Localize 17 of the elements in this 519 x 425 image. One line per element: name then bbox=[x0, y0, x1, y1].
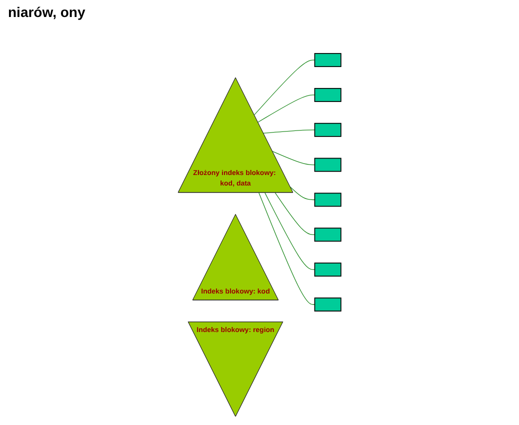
connector bbox=[264, 192, 316, 270]
node-box bbox=[314, 228, 342, 242]
node-box bbox=[314, 262, 342, 277]
node-box bbox=[314, 88, 342, 102]
node-box bbox=[314, 122, 342, 137]
connector bbox=[272, 150, 316, 166]
node-box bbox=[314, 298, 342, 312]
connector bbox=[258, 94, 316, 123]
node-box bbox=[314, 158, 342, 172]
node-box bbox=[314, 53, 342, 68]
connector bbox=[254, 60, 316, 116]
connector bbox=[263, 130, 316, 134]
connector bbox=[290, 186, 316, 200]
note-text: niarów, ony bbox=[8, 4, 86, 20]
connector bbox=[258, 192, 316, 305]
node-box bbox=[314, 192, 342, 207]
connector bbox=[274, 192, 316, 235]
